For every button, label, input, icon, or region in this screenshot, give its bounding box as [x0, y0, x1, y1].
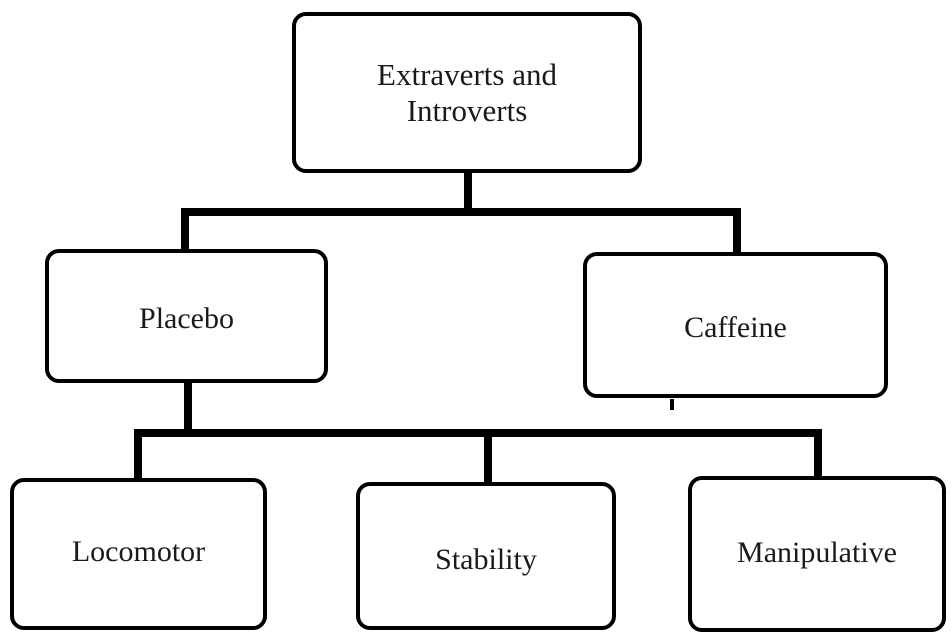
- node-root-label: Extraverts and Introverts: [377, 56, 557, 128]
- node-placebo: Placebo: [45, 249, 328, 383]
- node-locomotor-label: Locomotor: [71, 535, 206, 568]
- node-stability: Stability: [356, 482, 616, 630]
- node-manipulative: Manipulative: [688, 476, 946, 632]
- node-stability-label: Stability: [435, 543, 537, 576]
- node-caffeine: Caffeine: [583, 252, 888, 398]
- node-manipulative-label: Manipulative: [737, 536, 897, 569]
- node-placebo-label: Placebo: [139, 302, 234, 335]
- node-caffeine-label: Caffeine: [684, 311, 787, 344]
- node-extraverts-and-introverts: Extraverts and Introverts: [292, 12, 642, 173]
- node-locomotor: Locomotor: [10, 478, 267, 630]
